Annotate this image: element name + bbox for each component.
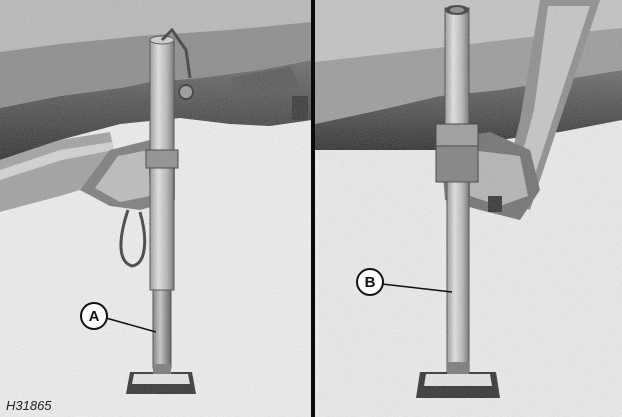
panel-divider [311, 0, 315, 417]
right-panel-photo [315, 0, 622, 417]
callout-b-label: B [365, 274, 376, 291]
left-panel-photo [0, 0, 312, 417]
callout-a-label: A [89, 308, 100, 325]
callout-a: A [80, 302, 157, 333]
callout-b: B [356, 268, 453, 296]
figure-id: H31865 [6, 398, 52, 413]
